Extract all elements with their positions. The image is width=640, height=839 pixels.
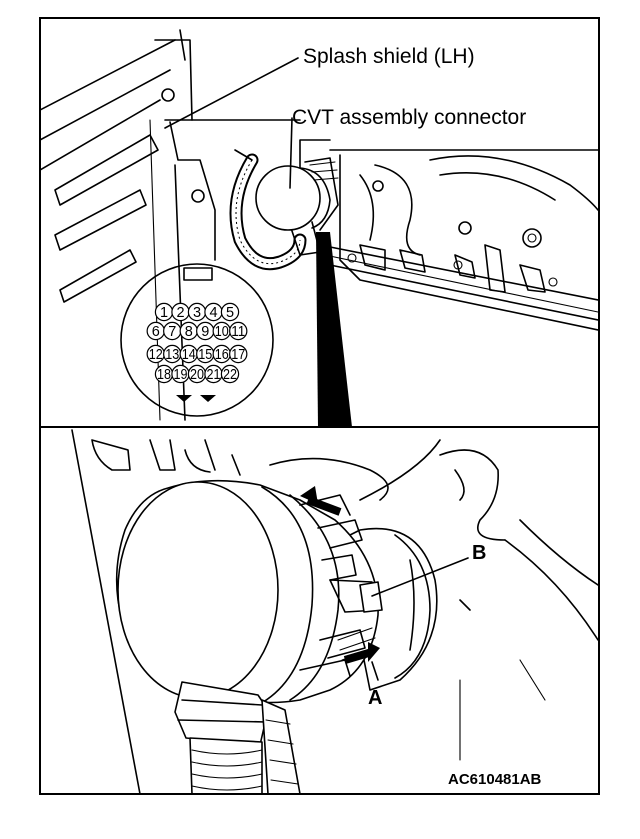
harness-outlet: [174, 681, 301, 793]
connector-pin-number: 11: [231, 324, 245, 340]
connector-pin-number: 6: [152, 324, 160, 340]
rotation-arrow-top: [300, 486, 342, 516]
connector-pin: [220, 364, 240, 384]
connector-pin-number: 20: [190, 367, 204, 383]
cvt-connector-leader: [289, 117, 293, 189]
background-structure: [71, 429, 598, 793]
connector-pin-number: 19: [174, 367, 188, 383]
connector-pin: [229, 321, 248, 341]
lock-lever-b: [359, 581, 383, 613]
connector-pin: [220, 302, 240, 322]
connector-pin-number: 14: [182, 347, 196, 363]
body-panel-ribs: [41, 29, 193, 303]
connector-pin-number: 2: [176, 305, 184, 321]
cvt-connector-label: CVT assembly connector: [292, 106, 526, 129]
connector-pin-number: 8: [185, 324, 193, 340]
callout-a-label: A: [368, 687, 382, 709]
callout-a-leader: [371, 661, 379, 681]
connector-pin-number: 13: [165, 347, 179, 363]
connector-pin-number: 17: [231, 347, 245, 363]
top-panel-vehicle-view: Splash shield (LH) CVT assembly connecto…: [41, 29, 598, 426]
connector-pin-number: 1: [160, 305, 168, 321]
connector-pin-number: 4: [209, 305, 217, 321]
splash-shield-leader: [164, 57, 299, 129]
connector-pin-number: 10: [215, 324, 229, 340]
connector-pin-number: 12: [149, 347, 163, 363]
rotation-arrow-a: [343, 642, 380, 664]
connector-pin-number: 5: [226, 305, 234, 321]
splash-shield-label: Splash shield (LH): [303, 45, 475, 68]
bottom-panel-detail-view: B A AC610481AB: [71, 429, 598, 793]
connector-pin-number: 15: [198, 347, 212, 363]
transmission-housing: [299, 139, 598, 331]
figure-id: AC610481AB: [448, 771, 542, 788]
connector-pin-number: 16: [215, 347, 229, 363]
connector-pin-number: 22: [223, 367, 237, 383]
connector-pin-number: 18: [157, 367, 171, 383]
cvt-connector-body: [255, 157, 339, 231]
connector-pin-number: 21: [207, 367, 221, 383]
callout-b-label: B: [472, 542, 486, 564]
callout-b-leader: [371, 557, 469, 597]
connector-shell: [115, 479, 379, 706]
wiring-harness: [229, 149, 321, 271]
connector-pin-number: 7: [168, 324, 176, 340]
connector-pin-number: 3: [193, 305, 201, 321]
detail-pointer: [316, 232, 352, 426]
connector-pin-number: 9: [201, 324, 209, 340]
connector-pin: [229, 344, 248, 364]
